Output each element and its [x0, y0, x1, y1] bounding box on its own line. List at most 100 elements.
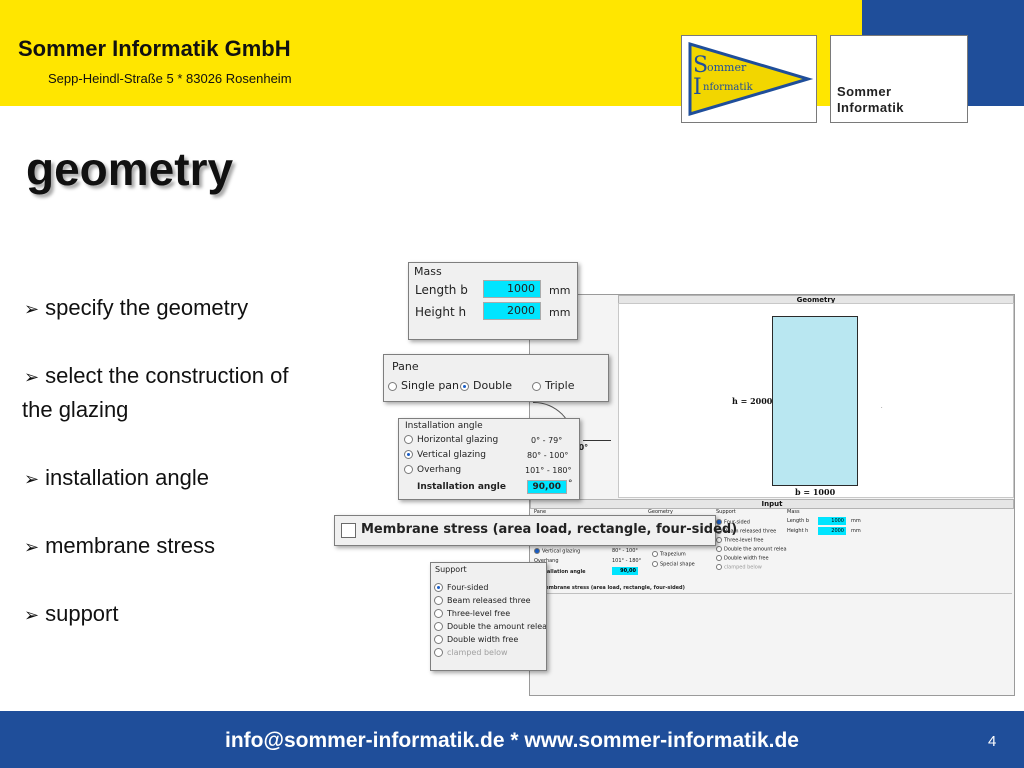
support-option[interactable]: Four-sided: [716, 519, 750, 526]
angle-range: 0° - 79°: [531, 436, 563, 445]
bullet-item: ➢installation angle: [24, 461, 209, 496]
radio-icon: [716, 519, 722, 525]
bullet-text: membrane stress: [45, 533, 216, 558]
support-option[interactable]: Three-level free: [716, 537, 763, 544]
angle-option[interactable]: Vertical glazing: [534, 548, 580, 555]
radio-icon: [652, 561, 658, 567]
bullet-item: ➢select the construction of: [24, 359, 288, 394]
length-label: Length b: [415, 283, 468, 297]
pane-option-single[interactable]: Single pan: [388, 379, 459, 392]
pane-option-double[interactable]: Double: [460, 379, 512, 392]
company-address: Sepp-Heindl-Straße 5 * 83026 Rosenheim: [48, 71, 292, 86]
footer-contact[interactable]: info@sommer-informatik.de * www.sommer-i…: [225, 729, 799, 752]
company-name: Sommer Informatik GmbH: [18, 36, 291, 61]
pane-option-triple[interactable]: Triple: [532, 379, 575, 392]
logo-line1: ommer: [707, 61, 747, 74]
bullet-item: ➢support: [24, 597, 118, 632]
wordmark-logo: [830, 35, 968, 123]
arrow-bullet-icon: ➢: [24, 299, 40, 319]
height-label: h = 2000: [732, 396, 773, 406]
radio-icon: [434, 635, 443, 644]
radio-icon: [434, 622, 443, 631]
angle-range: 80° - 100°: [612, 548, 638, 554]
bullet-text: select the construction of: [45, 363, 289, 388]
angle-option[interactable]: Overhang: [534, 558, 559, 564]
radio-icon: [532, 381, 541, 391]
geometry-option[interactable]: Trapezium: [652, 551, 686, 558]
mass-height-field[interactable]: 2000: [818, 527, 846, 535]
radio-selected-icon: [460, 381, 469, 391]
angle-range: 80° - 100°: [527, 451, 569, 460]
height-field[interactable]: 2000: [483, 302, 541, 320]
support-option-double-amount[interactable]: Double the amount relea: [434, 622, 546, 631]
degree-unit: °: [568, 479, 573, 489]
logo-initial-i: I: [693, 75, 702, 100]
bullet-continuation: the glazing: [22, 397, 129, 422]
membrane-checkbox[interactable]: [341, 523, 356, 538]
height-unit: mm: [549, 306, 571, 319]
width-label: b = 1000: [795, 487, 836, 497]
bullet-text: installation angle: [45, 465, 209, 490]
support-option[interactable]: Double width free: [716, 555, 769, 562]
support-option-three-level[interactable]: Three-level free: [434, 609, 510, 618]
mass-column-label: Mass: [787, 509, 800, 515]
partial-angle-label: 90°: [573, 443, 589, 452]
geometry-column-label: Geometry: [648, 509, 673, 515]
input-panel-header: Input: [530, 499, 1014, 509]
footer-band: [0, 711, 1024, 768]
support-option-clamped[interactable]: clamped below: [434, 648, 508, 657]
support-dialog: Support Four-sided Beam released three T…: [430, 562, 547, 671]
bullet-item: ➢membrane stress: [24, 529, 215, 564]
radio-icon: [716, 546, 722, 552]
support-option[interactable]: Double the amount relea: [716, 546, 787, 553]
radio-icon: [534, 548, 540, 554]
arrow-bullet-icon: ➢: [24, 605, 40, 625]
radio-selected-icon: [434, 583, 443, 592]
arrow-bullet-icon: ➢: [24, 537, 40, 557]
angle-option-overhang[interactable]: Overhang: [404, 465, 461, 475]
radio-icon: [404, 465, 413, 474]
radio-icon: [716, 555, 722, 561]
radio-selected-icon: [404, 450, 413, 459]
angle-option-vertical[interactable]: Vertical glazing: [404, 450, 486, 460]
membrane-text: membrane stress (area load, rectangle, f…: [540, 585, 685, 591]
pennant-logo: S ommer I nformatik: [681, 35, 817, 123]
logo-wordmark: Sommer Informatik: [837, 84, 904, 116]
radio-icon: [434, 609, 443, 618]
angle-option-horizontal[interactable]: Horizontal glazing: [404, 435, 498, 445]
radio-icon: [404, 435, 413, 444]
mass-height-label: Height h: [787, 528, 809, 534]
radio-icon: [652, 551, 658, 557]
membrane-dialog: Membrane stress (area load, rectangle, f…: [334, 515, 737, 546]
geometry-option[interactable]: Special shape: [652, 561, 695, 568]
radio-icon: [716, 528, 722, 534]
radio-icon: [716, 537, 722, 543]
installation-angle-field[interactable]: 90,00: [527, 480, 567, 494]
bullet-item: ➢specify the geometry: [24, 291, 248, 326]
support-option-beam[interactable]: Beam released three: [434, 596, 531, 605]
mass-dialog: Mass Length b 1000 mm Height h 2000 mm: [408, 262, 578, 340]
angle-label: nstallation angle: [538, 569, 586, 575]
support-option-four-sided[interactable]: Four-sided: [434, 583, 488, 592]
support-option-double-width[interactable]: Double width free: [434, 635, 518, 644]
angle-field[interactable]: 90,00: [612, 567, 638, 575]
length-field[interactable]: 1000: [483, 280, 541, 298]
pane-rectangle: [772, 316, 858, 486]
logo-wordmark-line1: Sommer: [837, 84, 892, 99]
radio-icon: [434, 596, 443, 605]
bullet-text: support: [45, 601, 119, 626]
bullet-text: specify the geometry: [45, 295, 249, 320]
radio-icon: [388, 381, 397, 391]
support-column-label: Support: [716, 509, 736, 515]
radio-icon: [716, 564, 722, 570]
logo-wordmark-line2: Informatik: [837, 100, 904, 115]
angle-range: 101° - 180°: [525, 466, 572, 475]
arrow-bullet-icon: ➢: [24, 469, 40, 489]
canvas-dot: ·: [881, 405, 883, 411]
support-dialog-title: Support: [435, 565, 467, 574]
logo-line2: nformatik: [703, 82, 754, 93]
support-option[interactable]: clamped below: [716, 564, 762, 571]
mass-length-field[interactable]: 1000: [818, 517, 846, 525]
support-option[interactable]: Beam released three: [716, 528, 776, 535]
slide-title: geometry: [26, 143, 234, 195]
